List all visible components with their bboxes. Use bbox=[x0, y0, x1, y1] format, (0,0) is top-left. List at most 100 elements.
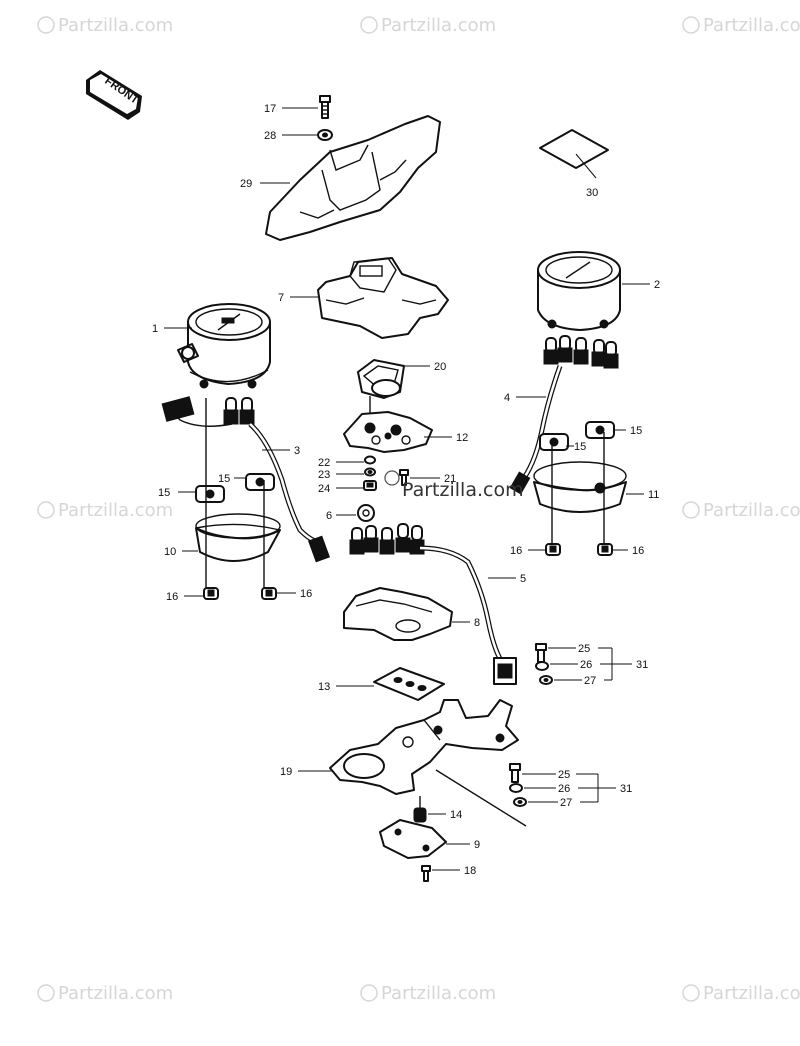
leader-lines bbox=[164, 107, 650, 871]
callout-28: 28 bbox=[264, 130, 276, 142]
svg-text:Partzilla.com: Partzilla.com bbox=[58, 983, 173, 1004]
part-24-nut bbox=[363, 480, 377, 491]
damper-right-2 bbox=[539, 433, 569, 451]
callout-25-lower: 25 bbox=[558, 769, 570, 781]
callout-7: 7 bbox=[278, 292, 284, 304]
part-3-wire-harness bbox=[161, 396, 330, 563]
watermark-bottom-center: Partzilla.com bbox=[360, 983, 496, 1004]
svg-text:Partzilla.com: Partzilla.com bbox=[381, 983, 496, 1004]
part-11-meter-cup bbox=[533, 461, 627, 513]
callout-1: 1 bbox=[152, 323, 158, 335]
callout-18: 18 bbox=[464, 865, 476, 877]
part-23-washer bbox=[364, 467, 376, 477]
part-12-bracket-plate bbox=[343, 411, 433, 453]
part-5-wire-harness bbox=[349, 523, 517, 685]
part-15-damper-mid bbox=[245, 473, 275, 491]
part-16-nut-left-b bbox=[261, 587, 277, 600]
callout-19: 19 bbox=[280, 766, 292, 778]
part-8-housing bbox=[343, 587, 453, 641]
part-26-washer-lower bbox=[509, 783, 523, 793]
svg-text:Partzilla.com: Partzilla.com bbox=[703, 500, 800, 521]
callout-14: 14 bbox=[450, 809, 462, 821]
watermark-bottom-left: Partzilla.com bbox=[37, 983, 173, 1004]
callout-25-upper: 25 bbox=[578, 643, 590, 655]
callout-labels: 17 28 29 30 7 1 2 20 12 4 3 22 23 24 21 … bbox=[152, 103, 660, 877]
callout-10: 10 bbox=[164, 546, 176, 558]
callout-16-left-a: 16 bbox=[166, 591, 178, 603]
svg-text:Partzilla.com: Partzilla.com bbox=[402, 479, 524, 501]
watermark-mid-right: Partzilla.com bbox=[682, 500, 800, 521]
part-26-washer-upper bbox=[535, 661, 549, 671]
callout-4: 4 bbox=[504, 392, 510, 404]
part-29-cover bbox=[265, 115, 441, 241]
watermark-group: Partzilla.com Partzilla.com Partzilla.co… bbox=[37, 15, 800, 1004]
part-27-washer-upper bbox=[539, 675, 553, 685]
assembly-guide-lines bbox=[205, 398, 605, 827]
watermark-top-right: Partzilla.com bbox=[682, 15, 800, 36]
callout-8: 8 bbox=[474, 617, 480, 629]
callout-17: 17 bbox=[264, 103, 276, 115]
front-arrow: FRONT bbox=[86, 70, 142, 120]
callout-24: 24 bbox=[318, 483, 330, 495]
svg-text:Partzilla.com: Partzilla.com bbox=[381, 15, 496, 36]
part-21-screw bbox=[399, 469, 409, 486]
callout-31-lower: 31 bbox=[620, 783, 632, 795]
watermark-center: Partzilla.com bbox=[384, 470, 524, 501]
svg-text:Partzilla.com: Partzilla.com bbox=[58, 500, 173, 521]
svg-text:Partzilla.com: Partzilla.com bbox=[58, 15, 173, 36]
part-20-indicator bbox=[357, 359, 405, 416]
callout-9: 9 bbox=[474, 839, 480, 851]
callout-27-upper: 27 bbox=[584, 675, 596, 687]
part-13-pad bbox=[373, 667, 445, 701]
part-30-label bbox=[539, 129, 609, 169]
part-9-plate bbox=[379, 819, 447, 859]
part-28-washer bbox=[317, 129, 333, 141]
callout-16-left-b: 16 bbox=[300, 588, 312, 600]
callout-30: 30 bbox=[586, 187, 598, 199]
callout-20: 20 bbox=[434, 361, 446, 373]
svg-text:Partzilla.com: Partzilla.com bbox=[703, 983, 800, 1004]
part-25-bolt-lower bbox=[509, 763, 521, 783]
callout-13: 13 bbox=[318, 681, 330, 693]
part-2-tachometer bbox=[537, 251, 621, 331]
part-15-damper-left bbox=[195, 485, 225, 503]
svg-text:Partzilla.com: Partzilla.com bbox=[703, 15, 800, 36]
watermark-top-center: Partzilla.com bbox=[360, 15, 496, 36]
part-27-washer-lower bbox=[513, 797, 527, 807]
callout-5: 5 bbox=[520, 573, 526, 585]
part-16-nut-right-b bbox=[597, 543, 613, 556]
callout-15-right-b: 15 bbox=[574, 441, 586, 453]
callout-23: 23 bbox=[318, 469, 330, 481]
part-14-rubber bbox=[413, 807, 427, 823]
watermark-bottom-right: Partzilla.com bbox=[682, 983, 800, 1004]
part-6-grommet bbox=[357, 504, 375, 522]
part-25-bolt-upper bbox=[535, 643, 547, 663]
part-16-nut-left-a bbox=[203, 587, 219, 600]
part-1-speedometer bbox=[177, 303, 271, 389]
callout-6: 6 bbox=[326, 510, 332, 522]
callout-15-right: 15 bbox=[630, 425, 642, 437]
callout-15-mid: 15 bbox=[218, 473, 230, 485]
part-17-bolt bbox=[319, 95, 331, 119]
callout-2: 2 bbox=[654, 279, 660, 291]
callout-29: 29 bbox=[240, 178, 252, 190]
callout-22: 22 bbox=[318, 457, 330, 469]
part-18-screw bbox=[421, 865, 431, 882]
watermark-mid-left: Partzilla.com bbox=[37, 500, 173, 521]
part-19-mounting-bracket bbox=[329, 699, 519, 795]
callout-15-left: 15 bbox=[158, 487, 170, 499]
part-15-damper-right bbox=[585, 421, 615, 439]
callout-12: 12 bbox=[456, 432, 468, 444]
part-22-washer bbox=[364, 455, 376, 465]
callout-11: 11 bbox=[648, 489, 659, 501]
callout-3: 3 bbox=[294, 445, 300, 457]
part-7-meter-cover bbox=[317, 257, 449, 339]
part-4-wire-harness bbox=[509, 335, 619, 495]
watermark-top-left: Partzilla.com bbox=[37, 15, 173, 36]
callout-31-upper: 31 bbox=[636, 659, 648, 671]
callout-26-lower: 26 bbox=[558, 783, 570, 795]
part-16-nut-right-a bbox=[545, 543, 561, 556]
callout-21: 21 bbox=[444, 473, 456, 485]
callout-16-right-b: 16 bbox=[632, 545, 644, 557]
